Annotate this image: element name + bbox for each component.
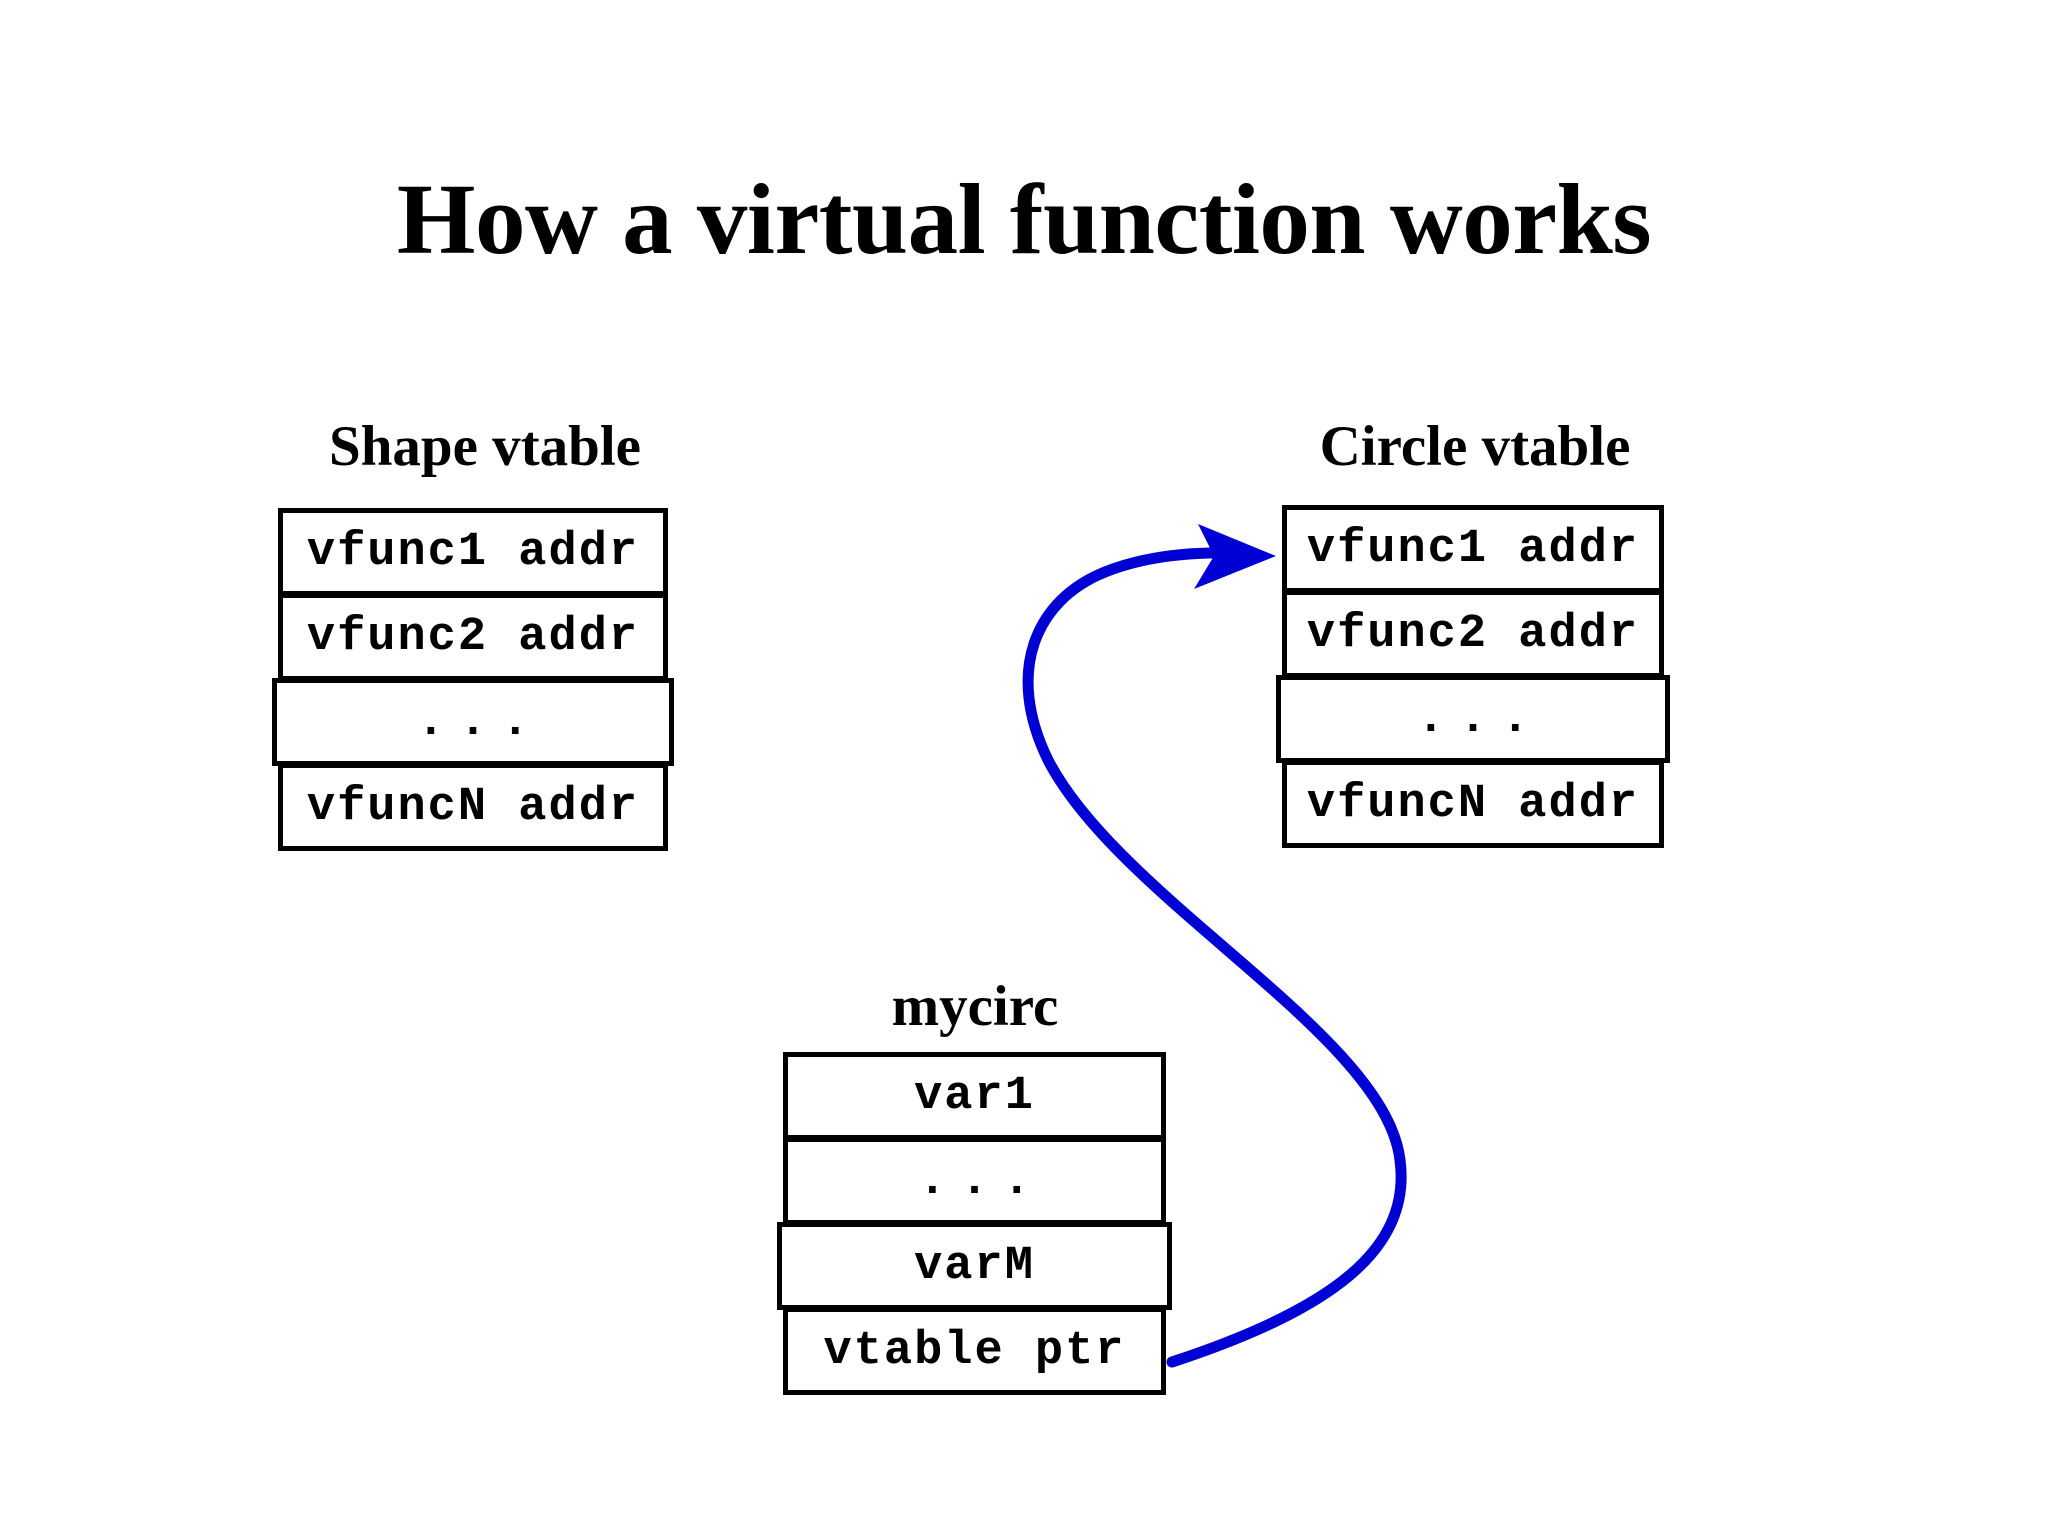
circle-vtable-box: vfunc1 addr vfunc2 addr ... vfuncN addr [1276, 505, 1670, 848]
circle-vtable-row-ellipsis: ... [1276, 675, 1670, 763]
mycirc-object-caption: mycirc [891, 975, 1059, 1038]
shape-vtable-box: vfunc1 addr vfunc2 addr ... vfuncN addr [272, 508, 674, 851]
circle-vtable-caption: Circle vtable [1319, 415, 1631, 478]
shape-vtable-row-vfunc1: vfunc1 addr [278, 508, 668, 596]
shape-vtable-caption: Shape vtable [329, 415, 641, 478]
mycirc-row-var1: var1 [783, 1052, 1166, 1140]
shape-vtable-row-vfunc2: vfunc2 addr [278, 593, 668, 681]
pointer-arrowhead [1194, 524, 1276, 589]
circle-vtable-row-vfunc1: vfunc1 addr [1282, 505, 1664, 593]
shape-vtable-row-ellipsis: ... [272, 678, 674, 766]
mycirc-row-varM: varM [777, 1222, 1172, 1310]
circle-vtable-row-vfuncN: vfuncN addr [1282, 760, 1664, 848]
mycirc-row-ellipsis: ... [783, 1137, 1166, 1225]
page-title: How a virtual function works [396, 163, 1652, 275]
circle-vtable-row-vfunc2: vfunc2 addr [1282, 590, 1664, 678]
shape-vtable-row-vfuncN: vfuncN addr [278, 763, 668, 851]
mycirc-object-box: var1 ... varM vtable ptr [777, 1052, 1172, 1395]
mycirc-row-vtable-ptr: vtable ptr [783, 1307, 1166, 1395]
